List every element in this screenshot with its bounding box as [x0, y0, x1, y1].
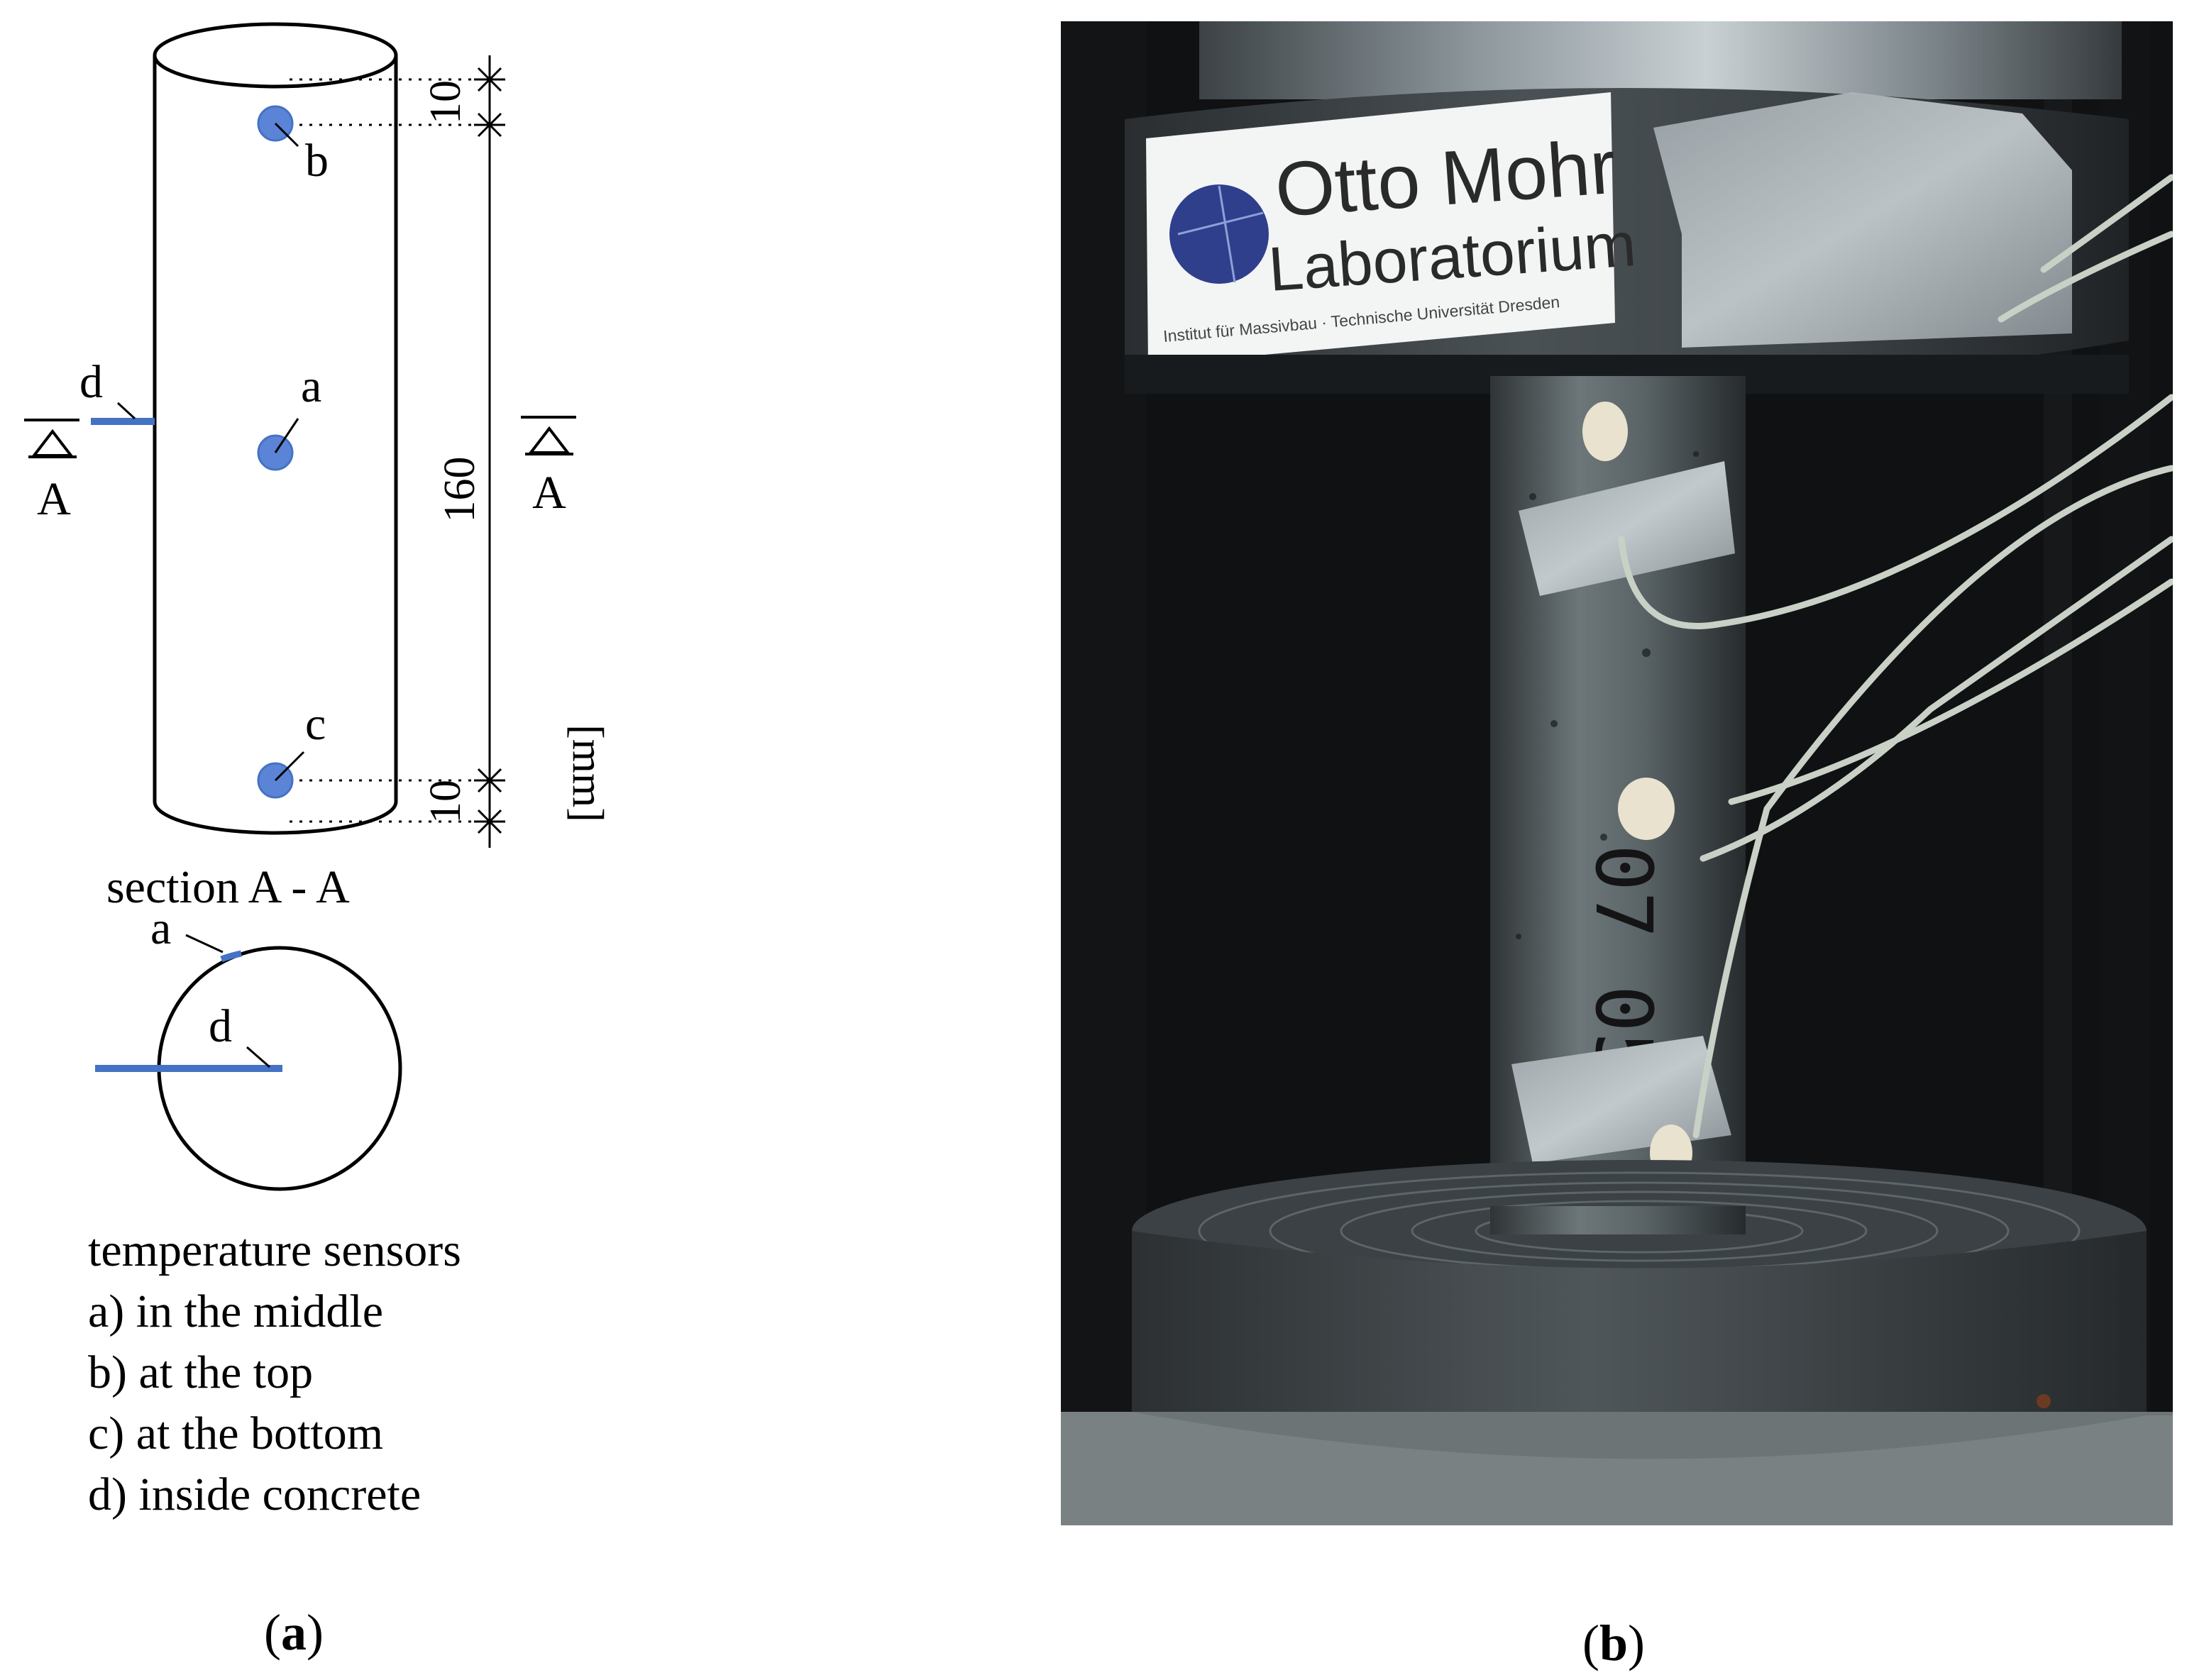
legend-heading: temperature sensors	[88, 1225, 461, 1276]
lab-logo-mark	[1169, 184, 1269, 284]
dimension-line	[474, 55, 505, 848]
sensor-b-marker	[257, 105, 299, 148]
section-title: section A - A	[106, 861, 350, 913]
panel-b-photo: Otto Mohr Laboratorium Institut für Mass…	[1061, 21, 2173, 1525]
duct-tape-ring	[1653, 92, 2072, 348]
dimension-top-label: 10	[422, 80, 470, 124]
section-sensor-a-label: a	[150, 902, 171, 954]
section-marker-right	[521, 416, 576, 455]
sensor-legend: temperature sensors a) in the middle b) …	[88, 1225, 461, 1520]
sensor-c-label: c	[305, 698, 326, 750]
sensor-a-label: a	[301, 360, 321, 412]
lab-label-sticker	[1146, 92, 1615, 365]
panel-a-drawing: 10 160 10 [mm] b a c d A	[24, 22, 612, 1520]
sensor-d-marker	[91, 402, 155, 425]
sensor-c-marker	[257, 751, 305, 799]
specimen-number: 07 05	[1578, 844, 1669, 1079]
sensor-level-lines	[290, 78, 475, 823]
panel-a-caption: (a)	[264, 1604, 324, 1661]
section-marker-left	[24, 419, 79, 458]
dimension-height-label: 160	[436, 457, 484, 523]
dimension-bottom-label: 10	[422, 780, 470, 824]
sensor-d-label: d	[79, 356, 103, 408]
duct-tape-top	[1519, 461, 1735, 596]
cylinder-outline	[153, 22, 398, 835]
legend-item-d: d) inside concrete	[88, 1469, 421, 1520]
section-label-right: A	[532, 467, 566, 519]
section-label-left: A	[37, 473, 71, 525]
legend-item-b: b) at the top	[88, 1347, 313, 1398]
panel-a-caption-letter: a	[280, 1604, 307, 1661]
legend-item-c: c) at the bottom	[88, 1408, 383, 1459]
upper-ram	[1199, 21, 2122, 99]
units-label: [mm]	[563, 724, 612, 822]
cross-section-circle	[95, 934, 402, 1191]
sensor-b-label: b	[305, 135, 329, 187]
legend-item-a: a) in the middle	[88, 1286, 383, 1337]
panel-b-caption: (b)	[1582, 1615, 1646, 1671]
sensor-a-marker	[257, 418, 299, 471]
panel-b-caption-letter: b	[1599, 1615, 1629, 1671]
lower-platen-side	[1132, 1231, 2147, 1460]
sensor-wires	[1618, 174, 2173, 1139]
section-sensor-d-label: d	[209, 1000, 232, 1052]
